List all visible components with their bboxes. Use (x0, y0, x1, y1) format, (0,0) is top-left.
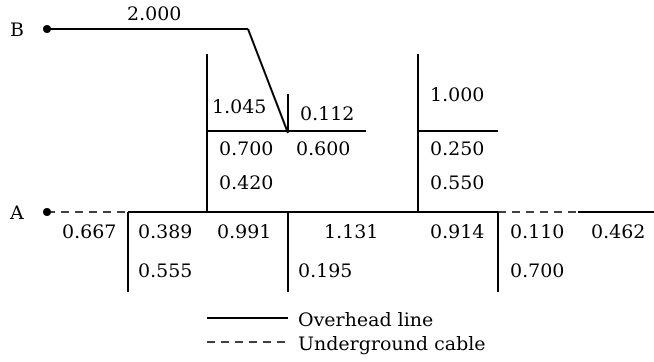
label-v5-top: 0.110 (510, 221, 564, 243)
label-v2-main: 0.991 (217, 221, 271, 243)
label-v3-bottom: 0.195 (298, 260, 352, 282)
label-v4-mid: 0.250 (430, 138, 484, 160)
label-v4-main: 0.914 (430, 221, 484, 243)
label-v4-lower: 0.550 (430, 172, 484, 194)
label-v2-upper-left: 1.045 (212, 96, 266, 118)
node-b-label: B (10, 19, 24, 41)
label-v2-below-left: 0.700 (219, 138, 273, 160)
label-v2-lower: 0.420 (219, 172, 273, 194)
label-b-line: 2.000 (127, 3, 181, 25)
label-v3-top: 1.131 (324, 221, 378, 243)
label-v1-bottom: 0.555 (138, 260, 192, 282)
node-a-label: A (9, 202, 24, 224)
label-end: 0.462 (591, 221, 645, 243)
label-v5-bottom: 0.700 (510, 260, 564, 282)
label-v1-top: 0.389 (138, 221, 192, 243)
legend-underground-label: Underground cable (298, 333, 486, 355)
label-a-start: 0.667 (62, 221, 116, 243)
legend-overhead-label: Overhead line (298, 309, 433, 331)
b-diagonal-line (247, 28, 289, 134)
label-v4-upper: 1.000 (430, 84, 484, 106)
label-v2-below-right: 0.600 (296, 138, 350, 160)
label-v2-upper-right: 0.112 (300, 103, 354, 125)
